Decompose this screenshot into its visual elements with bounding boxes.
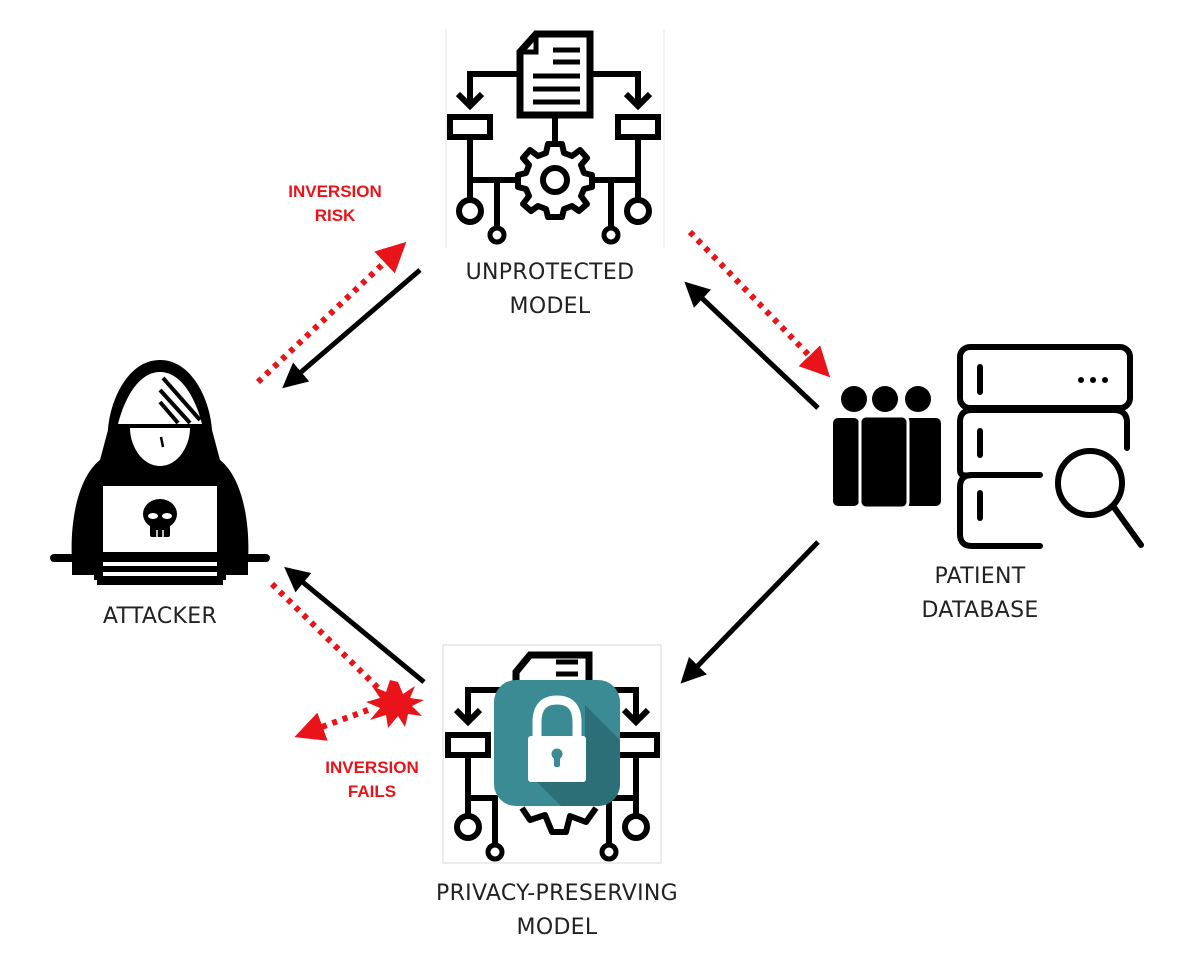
inversion-fails-line2: FAILS bbox=[347, 782, 397, 801]
flow-arrows bbox=[255, 229, 831, 741]
arrow-privacy-model-to-attacker bbox=[284, 566, 426, 684]
arrow-inversion-risk bbox=[255, 241, 407, 385]
inversion-risk-line2: RISK bbox=[314, 206, 356, 225]
unprotected-model-icon bbox=[445, 30, 665, 248]
privacy-model-label-line1: PRIVACY-PRESERVING bbox=[436, 881, 678, 906]
locked-model-icon bbox=[442, 644, 662, 864]
unprotected-model-label: UNPROTECTED MODEL bbox=[430, 256, 670, 324]
unprotected-model-label-line2: MODEL bbox=[509, 294, 591, 319]
inversion-fails-label: INVERSION FAILS bbox=[302, 756, 442, 804]
arrow-model-to-attacker bbox=[282, 268, 422, 389]
attacker-label: ATTACKER bbox=[40, 600, 280, 634]
collision-burst-icon bbox=[366, 680, 424, 728]
inversion-risk-line1: INVERSION bbox=[288, 182, 382, 201]
padlock-icon bbox=[494, 680, 620, 806]
patients-icon bbox=[833, 386, 941, 510]
gear-icon bbox=[515, 141, 595, 220]
unprotected-model-label-line1: UNPROTECTED bbox=[465, 260, 635, 285]
privacy-model-label: PRIVACY-PRESERVING MODEL bbox=[402, 877, 712, 945]
arrow-inversion-deflected bbox=[294, 707, 370, 741]
inversion-risk-label: INVERSION RISK bbox=[265, 180, 405, 228]
attacker-label-text: ATTACKER bbox=[102, 604, 218, 629]
privacy-model-label-line2: MODEL bbox=[516, 915, 598, 940]
hacker-icon bbox=[50, 360, 270, 585]
patient-database-label: PATIENT DATABASE bbox=[860, 560, 1100, 628]
patient-database-label-line1: PATIENT bbox=[934, 564, 1026, 589]
inversion-fails-line1: INVERSION bbox=[325, 758, 419, 777]
arrow-database-to-privacy-model bbox=[680, 540, 820, 684]
database-search-icon bbox=[957, 344, 1144, 549]
skull-icon bbox=[143, 499, 177, 537]
arrow-inversion-attempt bbox=[269, 581, 381, 691]
patient-database-label-line2: DATABASE bbox=[921, 598, 1039, 623]
arrow-database-to-unprotected-model bbox=[684, 281, 820, 410]
